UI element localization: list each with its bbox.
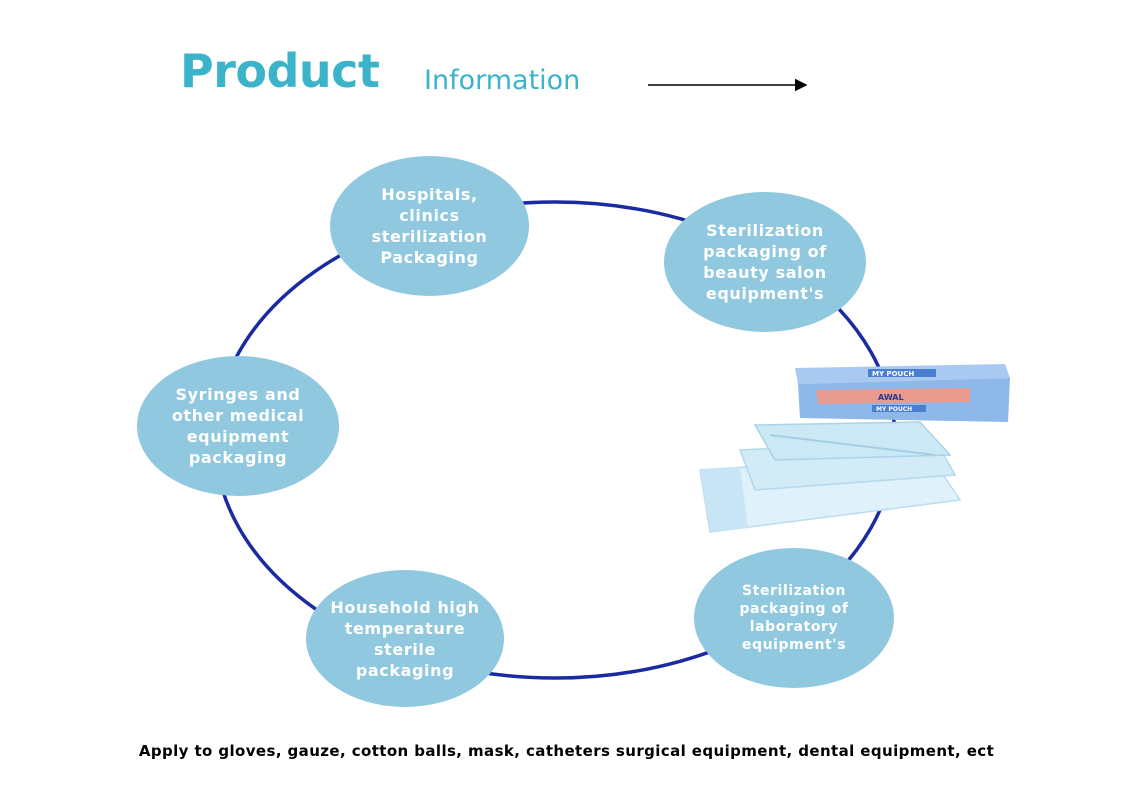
- page-subtitle: Information: [424, 65, 581, 96]
- box-brand-mid: AWAL: [878, 393, 904, 402]
- box-label-bottom: [872, 405, 926, 412]
- box-brand-bottom: MY POUCH: [876, 406, 912, 413]
- footer-text: Apply to gloves, gauze, cotton balls, ma…: [138, 742, 995, 760]
- box-label-top: [868, 369, 936, 377]
- box-brand-top: MY POUCH: [872, 370, 914, 378]
- box-band: [816, 388, 970, 404]
- pouch-bottom-strip: [700, 467, 748, 532]
- pouch-top: [753, 421, 952, 461]
- pouch-seal-line: [769, 434, 936, 456]
- product-box: MY POUCH AWAL MY POUCH: [795, 364, 1010, 422]
- pouch-stack: [699, 421, 962, 533]
- page-title: Product: [180, 44, 380, 98]
- product-image: MY POUCH AWAL MY POUCH: [699, 364, 1010, 533]
